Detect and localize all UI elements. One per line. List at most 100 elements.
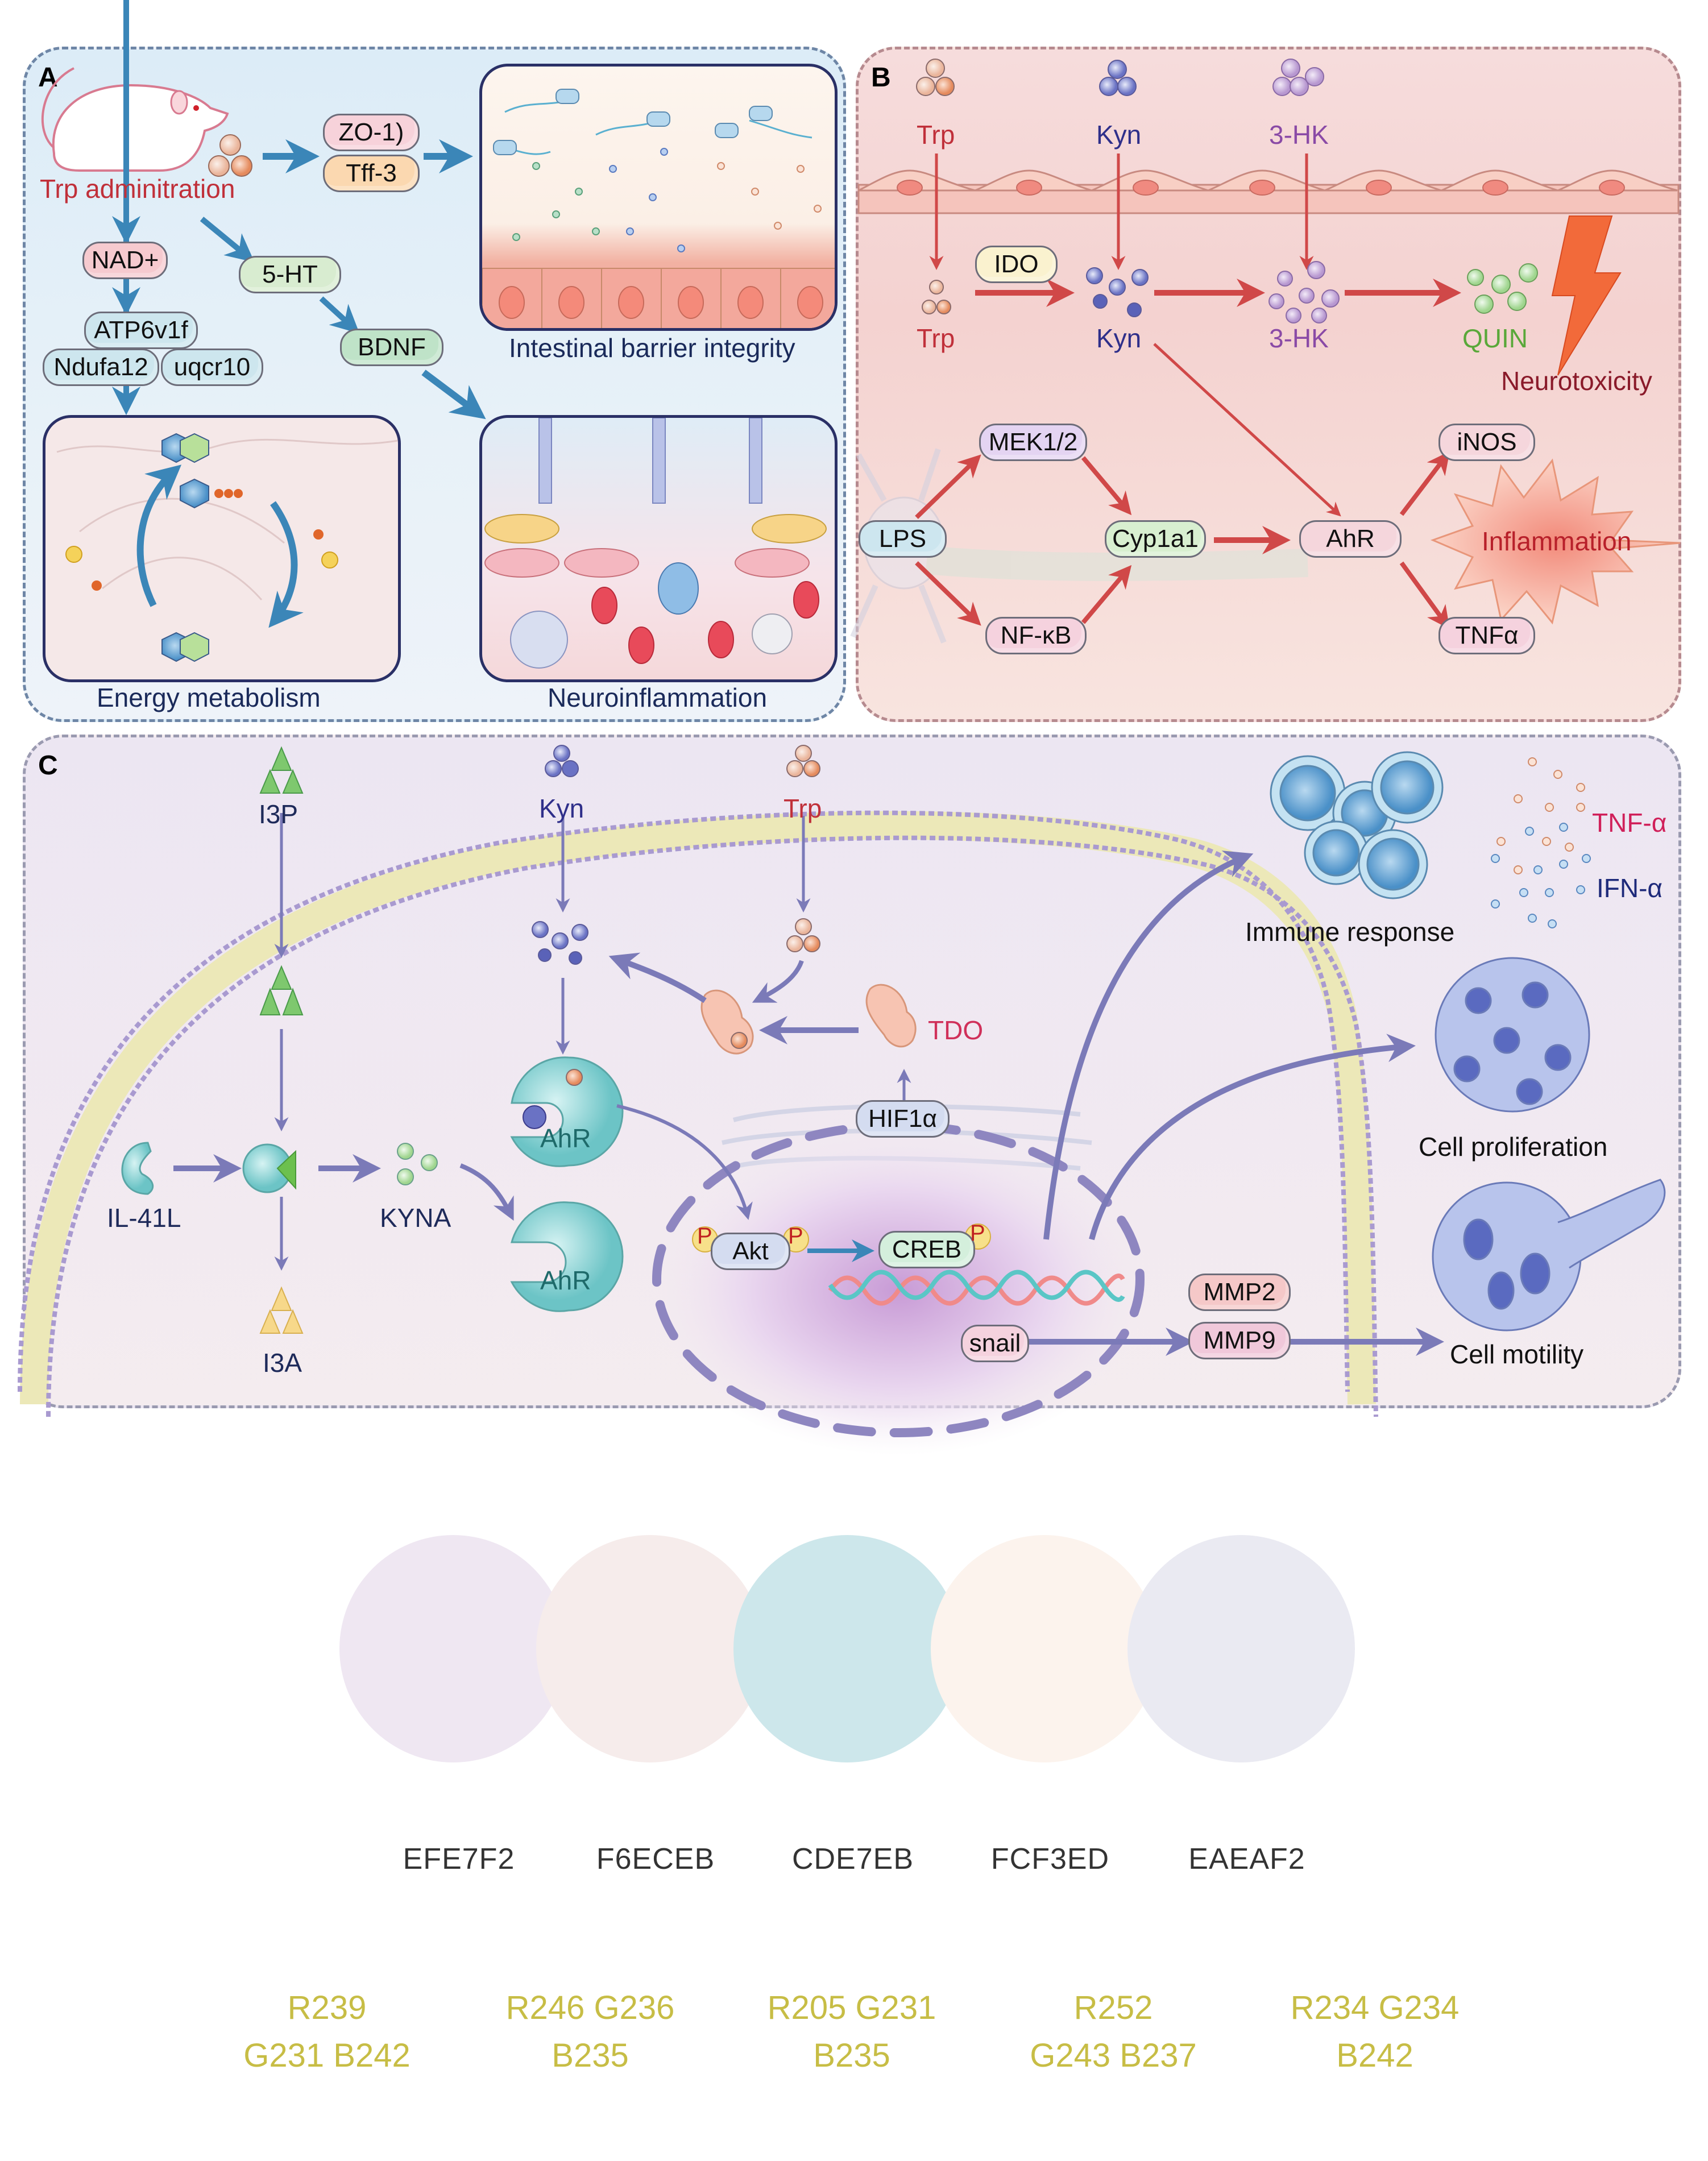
arrow-kyn-to-ahr xyxy=(1153,343,1341,517)
arrow-to-immune xyxy=(1043,851,1254,1240)
hex-5: EAEAF2 xyxy=(1188,1843,1305,1876)
kyn-molecules-b-top xyxy=(1099,60,1137,96)
label-ifn-alpha: IFN-α xyxy=(1597,873,1663,903)
immune-cells xyxy=(1270,751,1444,899)
pill-nfkb: NF-κB xyxy=(985,617,1087,654)
hk-molecules-b-top xyxy=(1272,59,1324,96)
phospho-akt-left: P xyxy=(697,1223,712,1249)
pill-cyp1a1: Cyp1a1 xyxy=(1105,520,1206,558)
rgb-3-line1: R205 G231 xyxy=(767,1989,936,2026)
pill-hif1a: HIF1α xyxy=(856,1100,950,1138)
rgb-5: R234 G234 B242 xyxy=(1255,1984,1494,2080)
pill-mmp9: MMP9 xyxy=(1188,1322,1291,1359)
rgb-3: R205 G231 B235 xyxy=(732,1984,971,2080)
ahr-bound-trp xyxy=(566,1069,583,1086)
i3p-molecules-inner xyxy=(259,965,304,1015)
arrow-to-proliferation xyxy=(1089,1034,1416,1241)
kyna-molecules xyxy=(397,1143,438,1185)
arrow-nfkb-to-cyp xyxy=(1081,565,1132,624)
bound-trp xyxy=(731,1032,748,1049)
label-i3p: I3P xyxy=(259,799,299,829)
panel-letter-b: B xyxy=(871,63,891,93)
pill-uqcr10: uqcr10 xyxy=(161,349,263,386)
pill-tff3: Tff-3 xyxy=(323,155,420,192)
label-tnf-alpha: TNF-α xyxy=(1592,808,1667,837)
b-mid-label-3hk: 3-HK xyxy=(1269,323,1329,353)
label-ahr-top: AhR xyxy=(540,1123,591,1153)
arrow-ahr-to-inos xyxy=(1399,451,1450,516)
kyn-molecules-c-inner xyxy=(532,921,588,965)
il41l-enzyme xyxy=(121,1142,154,1195)
pill-lps: LPS xyxy=(859,520,947,558)
neuro-illustration xyxy=(484,418,827,669)
intestinal-barrier-image xyxy=(479,64,838,331)
rgb-1: R239 G231 B242 xyxy=(208,1984,446,2080)
kyn-molecules-c-top xyxy=(545,745,579,777)
pill-creb: CREB xyxy=(878,1231,975,1268)
pill-ahr-b: AhR xyxy=(1299,520,1402,558)
trp-molecules-b-top xyxy=(916,59,955,96)
quin-molecules xyxy=(1467,263,1538,314)
swatch-1 xyxy=(339,1535,567,1762)
i3p-molecules xyxy=(259,746,304,794)
pill-mek12: MEK1/2 xyxy=(979,424,1087,461)
swatch-2 xyxy=(536,1535,764,1762)
hex-1: EFE7F2 xyxy=(403,1843,515,1876)
b-top-label-kyn: Kyn xyxy=(1096,120,1142,150)
pill-snail: snail xyxy=(961,1325,1029,1362)
tdo-enzyme xyxy=(865,984,917,1048)
hex-2: F6ECEB xyxy=(596,1843,715,1876)
kyn-molecules-b-mid xyxy=(1086,267,1149,317)
outcome-cell-proliferation: Cell proliferation xyxy=(1419,1132,1608,1162)
outcome-immune-response: Immune response xyxy=(1245,917,1455,947)
pill-zo1: ZO-1) xyxy=(323,114,420,151)
arrow-kyna-to-ahr xyxy=(459,1163,514,1221)
dna-helix xyxy=(828,1270,1125,1306)
panel-letter-c: C xyxy=(38,750,58,781)
trp-molecules-a xyxy=(208,134,252,177)
ahr-ligand-bound xyxy=(510,1056,624,1167)
endothelial-layer xyxy=(857,169,1680,214)
swatch-4 xyxy=(931,1535,1158,1762)
cytokine-dots xyxy=(1491,757,1591,928)
rgb-4-line1: R252 xyxy=(1073,1989,1153,2026)
hk-molecules-b-mid xyxy=(1268,261,1340,323)
inflammation-label: Inflammation xyxy=(1482,526,1632,556)
label-kyn-c: Kyn xyxy=(539,794,584,823)
pill-tnfa: TNFα xyxy=(1438,617,1535,654)
rgb-4: R252 G243 B237 xyxy=(994,1984,1233,2080)
swatch-3 xyxy=(733,1535,961,1762)
neurotoxicity-label: Neurotoxicity xyxy=(1501,366,1652,396)
rgb-5-line1: R234 G234 xyxy=(1290,1989,1460,2026)
pill-atp6v1f: ATP6v1f xyxy=(84,312,198,349)
arrow-ahr-to-tnfa xyxy=(1399,561,1450,629)
rgb-2-line2: B235 xyxy=(552,2037,629,2074)
label-i3a: I3A xyxy=(263,1348,302,1378)
bound-substrate xyxy=(276,1150,296,1190)
proliferating-cells xyxy=(1435,957,1590,1113)
motile-cells xyxy=(1432,1179,1666,1332)
caption-intestinal: Intestinal barrier integrity xyxy=(509,333,795,363)
panel-letter-a: A xyxy=(38,63,58,93)
cell-membrane xyxy=(18,810,1378,1417)
pill-nad: NAD+ xyxy=(82,242,168,279)
b-top-label-trp: Trp xyxy=(917,120,955,150)
hex-4: FCF3ED xyxy=(990,1843,1110,1876)
arrow-ahr-to-akt xyxy=(616,1104,753,1220)
label-trp-c: Trp xyxy=(783,794,822,823)
pill-mmp2: MMP2 xyxy=(1188,1274,1291,1311)
arrow-mek-to-cyp xyxy=(1081,456,1132,516)
pill-inos: iNOS xyxy=(1438,424,1535,461)
arrow-5ht-to-bdnf xyxy=(319,296,360,334)
label-il41l: IL-41L xyxy=(107,1203,181,1233)
b-mid-label-kyn: Kyn xyxy=(1096,323,1142,353)
trp-molecules-c-inner xyxy=(786,918,820,952)
arrow-trp-to-tdo xyxy=(752,960,804,1003)
arrow-bdnf-to-neuro xyxy=(421,370,486,420)
arrow-lps-to-mek xyxy=(915,454,981,519)
trp-molecules-b-mid xyxy=(922,280,951,314)
neuroinflammation-image xyxy=(479,415,838,682)
trp-administration-label: Trp adminitration xyxy=(40,174,235,204)
pill-bdnf: BDNF xyxy=(340,329,443,366)
